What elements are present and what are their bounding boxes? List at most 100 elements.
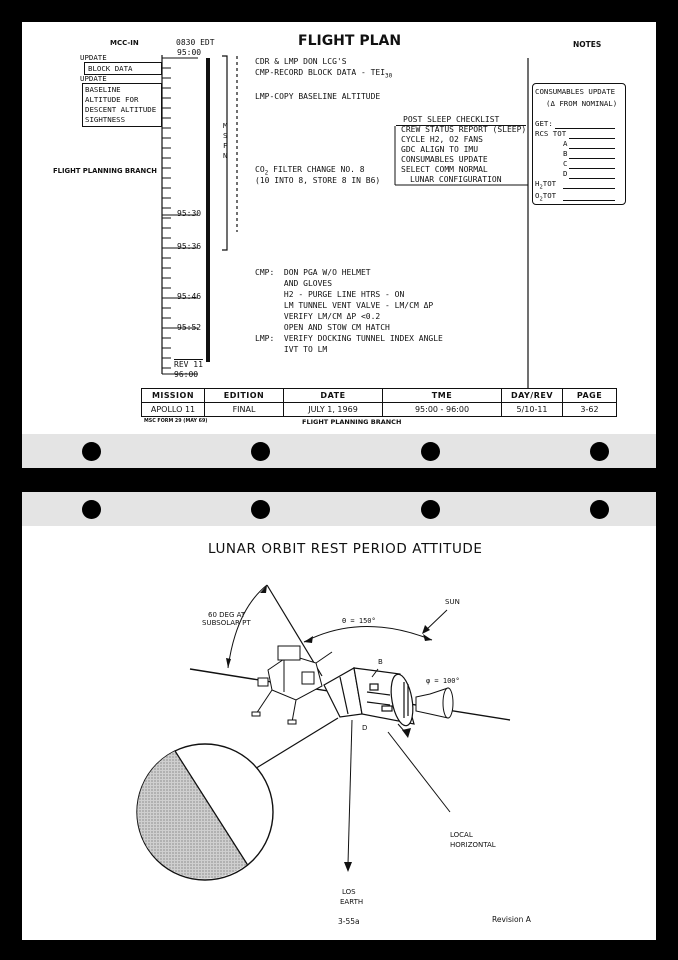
msfn-letter: N — [223, 151, 228, 160]
binder-strip — [22, 434, 656, 468]
footer-header: DATE — [283, 388, 383, 403]
rest-attitude-page: LUNAR ORBIT REST PERIOD ATTITUDE — [22, 492, 656, 940]
rcs-a-label: A — [563, 139, 568, 148]
rcs-b-label: B — [563, 149, 568, 158]
activity-co2-detail: (10 INTO 8, STORE 8 IN B6) — [255, 176, 381, 185]
get-label: GET: — [535, 119, 553, 128]
rcs-b-line — [569, 158, 615, 159]
consumables-update-box: CONSUMABLES UPDATE (Δ FROM NOMINAL) GET:… — [532, 83, 626, 205]
consumables-title: CONSUMABLES UPDATE — [535, 87, 616, 96]
activity-co2: CO2 FILTER CHANGE NO. 8 — [255, 165, 365, 177]
rcs-c-label: C — [563, 159, 568, 168]
punch-hole — [251, 500, 270, 519]
branch-label: FLIGHT PLANNING BRANCH — [53, 167, 157, 175]
time-mark: 95:00 — [177, 48, 202, 57]
footer-value: 95:00 - 96:00 — [382, 402, 502, 417]
time-mark: 96:00 — [174, 370, 199, 379]
h2-label: H2TOT — [535, 179, 557, 191]
footer-value: FINAL — [204, 402, 284, 417]
footer-value: JULY 1, 1969 — [283, 402, 383, 417]
msfn-letter: S — [223, 131, 228, 140]
punch-hole — [421, 500, 440, 519]
revision-label: Revision A — [492, 915, 531, 924]
los-label: EARTH — [340, 898, 364, 906]
page-title: FLIGHT PLAN — [298, 33, 402, 49]
punch-hole — [421, 442, 440, 461]
update-baseline-box: BASELINE ALTITUDE FOR DESCENT ALTITUDE S… — [82, 83, 162, 127]
time-header: 0830 EDT — [176, 38, 215, 47]
baseline-line: DESCENT ALTITUDE — [85, 105, 157, 114]
punch-hole — [82, 442, 101, 461]
local-horizontal-label: HORIZONTAL — [450, 841, 496, 849]
baseline-line: SIGHTNESS — [85, 115, 126, 124]
spacecraft-attitude-diagram — [136, 584, 511, 881]
local-horizontal-label: LOCAL — [450, 831, 473, 839]
get-line — [555, 128, 615, 129]
rcs-d-line — [569, 178, 615, 179]
footer-header: MISSION — [141, 388, 205, 403]
footer-value: APOLLO 11 — [141, 402, 205, 417]
footer-header: TME — [382, 388, 502, 403]
punch-hole — [82, 500, 101, 519]
footer-header: EDITION — [204, 388, 284, 403]
rcs-label: RCS TOT — [535, 129, 567, 138]
cmp-step: CMP: DON PGA W/O HELMET — [255, 268, 371, 277]
checklist-item: LUNAR CONFIGURATION — [410, 175, 502, 184]
rcs-d-label: D — [563, 169, 568, 178]
o2-label: O2TOT — [535, 191, 557, 203]
cmp-step: LM TUNNEL VENT VALVE - LM/CM ΔP — [255, 301, 434, 310]
consumables-subtitle: (Δ FROM NOMINAL) — [546, 99, 618, 108]
baseline-line: BASELINE — [85, 85, 121, 94]
rcs-a-line — [569, 148, 615, 149]
rev-label: REV 11 — [174, 360, 203, 369]
flight-plan-page: FLIGHT PLAN NOTES MCC-IN 0830 EDT UPDATE… — [22, 22, 656, 468]
o2-line — [563, 200, 615, 201]
activity-block-data: CMP-RECORD BLOCK DATA - TEI30 — [255, 68, 393, 80]
punch-hole — [590, 442, 609, 461]
cmp-step: AND GLOVES — [255, 279, 333, 288]
d-label: D — [362, 724, 368, 732]
baseline-line: ALTITUDE FOR — [85, 95, 139, 104]
cmp-step: OPEN AND STOW CM HATCH — [255, 323, 390, 332]
footer-header: DAY/REV — [501, 388, 563, 403]
footer-value: 5/10-11 — [501, 402, 563, 417]
form-label: MSC FORM 29 (MAY 69) — [144, 419, 208, 424]
lunar-module — [251, 645, 333, 725]
diagram-title: LUNAR ORBIT REST PERIOD ATTITUDE — [208, 541, 483, 557]
h2-line — [563, 188, 615, 189]
notes-label: NOTES — [573, 40, 602, 49]
checklist-item: CONSUMABLES UPDATE — [401, 155, 488, 164]
activity-baseline: LMP-COPY BASELINE ALTITUDE — [255, 92, 381, 101]
msfn-letter: F — [223, 141, 228, 150]
time-mark: 95:52 — [177, 323, 202, 332]
footer-header: PAGE — [562, 388, 617, 403]
update-baseline-label: UPDATE — [80, 74, 107, 83]
activity-lcg: CDR & LMP DON LCG'S — [255, 57, 347, 66]
rcs-c-line — [569, 168, 615, 169]
time-mark: 95:36 — [177, 242, 202, 251]
punch-hole — [251, 442, 270, 461]
time-mark: 95:46 — [177, 292, 202, 301]
checklist-item: CREW STATUS REPORT (SLEEP) — [401, 125, 527, 134]
flight-plan-rules — [161, 55, 529, 388]
checklist-item: SELECT COMM NORMAL — [401, 165, 488, 174]
engine-bell — [415, 687, 454, 719]
update-block-item: BLOCK DATA — [88, 64, 133, 73]
checklist-rule — [396, 125, 526, 126]
page-number: 3-55a — [338, 917, 360, 926]
time-mark: 95:30 — [177, 209, 202, 218]
sun-label: SUN — [445, 598, 460, 606]
service-module — [353, 667, 415, 727]
checklist-item: GDC ALIGN TO IMU — [401, 145, 479, 154]
deg-label: 60 DEG AT — [208, 611, 246, 619]
update-label: UPDATE — [80, 53, 107, 62]
punch-hole — [590, 500, 609, 519]
cmp-step: VERIFY LM/CM ΔP <0.2 — [255, 312, 381, 321]
lmp-step: IVT TO LM — [255, 345, 328, 354]
msfn-letter: M — [223, 121, 228, 130]
b-label: B — [378, 658, 383, 666]
footer-value: 3-62 — [562, 402, 617, 417]
post-sleep-title: POST SLEEP CHECKLIST — [403, 115, 500, 124]
lmp-step: LMP: VERIFY DOCKING TUNNEL INDEX ANGLE — [255, 334, 443, 343]
theta-label: Θ = 150° — [342, 617, 376, 625]
